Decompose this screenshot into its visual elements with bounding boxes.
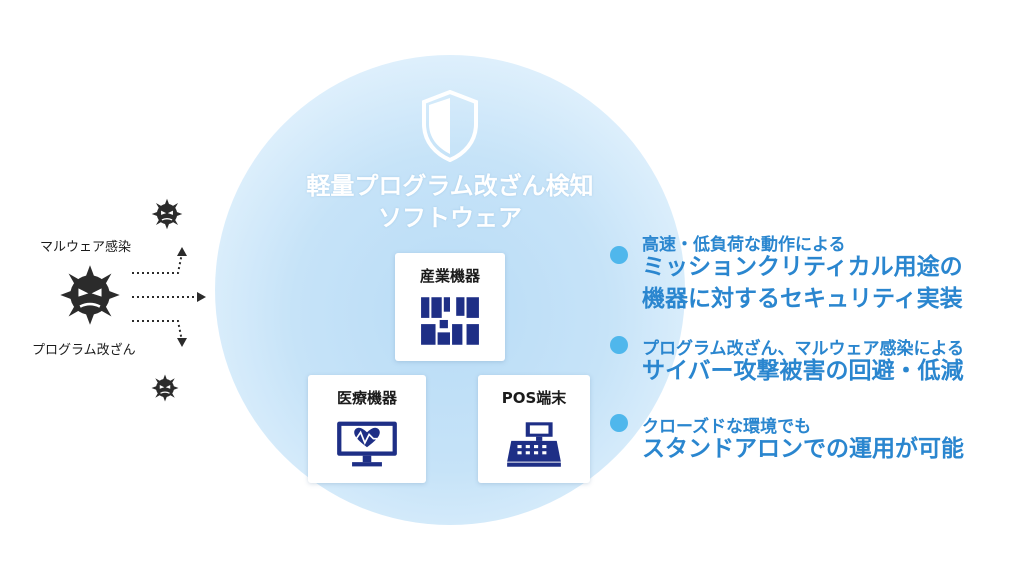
feature-3-headline: スタンドアロンでの運用が可能 [642, 436, 964, 462]
virus-icon-small-top [151, 198, 183, 230]
core-software-title: 軽量プログラム改ざん検知 ソフトウェア [240, 170, 660, 234]
feature-bullet [610, 414, 628, 432]
card-pos-label: POS端末 [501, 389, 567, 407]
core-title-line1: 軽量プログラム改ざん検知 [306, 172, 594, 200]
feature-1-headline-line1: ミッションクリティカル用途の [642, 254, 963, 280]
feature-3-caption: クローズドな環境でも [642, 417, 812, 437]
feature-1-caption: 高速・低負荷な動作による [642, 235, 846, 255]
virus-icon-small-bottom [151, 374, 179, 402]
malware-infection-label: マルウェア感染 [40, 240, 132, 255]
core-title-line2: ソフトウェア [378, 204, 522, 232]
shield-icon [422, 90, 478, 162]
card-medical-label: 医療機器 [336, 389, 397, 407]
medical-monitor-icon [337, 421, 397, 467]
feature-2-headline: サイバー攻撃被害の回避・低減 [642, 358, 964, 384]
feature-2-caption: プログラム改ざん、マルウェア感染による [642, 339, 964, 359]
feature-bullet [610, 336, 628, 354]
card-pos: POS端末 [478, 375, 590, 483]
card-medical: 医療機器 [308, 375, 426, 483]
feature-bullet [610, 246, 628, 264]
factory-equipment-icon [421, 297, 479, 345]
program-tampering-label: プログラム改ざん [32, 343, 136, 358]
card-industrial-label: 産業機器 [419, 267, 480, 285]
feature-1-headline-line2: 機器に対するセキュリティ実装 [642, 286, 963, 312]
attack-arrows [132, 247, 206, 347]
virus-icon-large [60, 265, 120, 325]
cash-register-icon [507, 422, 561, 467]
card-industrial: 産業機器 [395, 253, 505, 361]
